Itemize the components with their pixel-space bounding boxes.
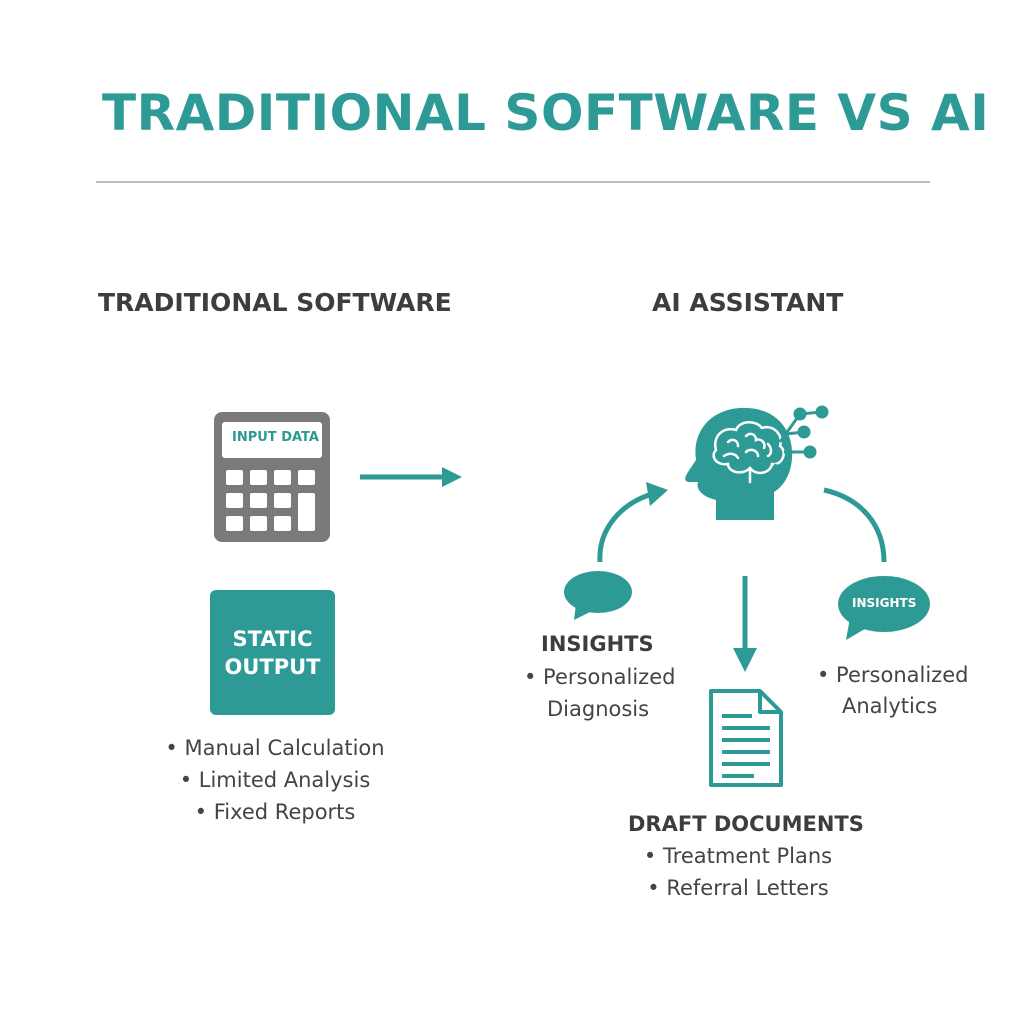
insights-bubble-icon (838, 576, 930, 640)
ai-brain-head-icon (685, 405, 829, 520)
static-output-box: STATIC OUTPUT (210, 590, 335, 715)
right-arrow-icon (360, 467, 462, 487)
insights-bubble-label: INSIGHTS (852, 596, 917, 610)
calculator-icon (214, 412, 330, 542)
insights-right-line-1: • Personalized (817, 663, 969, 687)
list-item: Limited Analysis (110, 764, 440, 796)
traditional-bullet-list: Manual Calculation Limited Analysis Fixe… (110, 732, 440, 828)
document-icon (709, 689, 783, 787)
list-item: Manual Calculation (110, 732, 440, 764)
input-data-label: INPUT DATA (232, 430, 319, 445)
list-item: Referral Letters (600, 872, 876, 904)
ai-assistant-heading: AI ASSISTANT (652, 288, 844, 317)
page-title: TRADITIONAL SOFTWARE VS AI (102, 84, 990, 142)
static-output-label: STATIC OUTPUT (224, 626, 321, 679)
insights-left-line-1: • Personalized (524, 665, 676, 689)
draft-documents-bullet-list: Treatment Plans Referral Letters (600, 840, 876, 904)
curved-connector-icon (823, 487, 887, 563)
speech-bubble-icon (564, 571, 632, 620)
insights-heading: INSIGHTS (541, 632, 654, 656)
curved-arrow-icon (597, 482, 668, 563)
draft-documents-heading: DRAFT DOCUMENTS (628, 812, 864, 836)
list-item: Treatment Plans (600, 840, 876, 872)
down-arrow-icon (733, 576, 757, 672)
list-item: Fixed Reports (110, 796, 440, 828)
insights-left-line-2: Diagnosis (547, 697, 650, 721)
traditional-software-heading: TRADITIONAL SOFTWARE (98, 288, 452, 317)
insights-right-line-2: Analytics (842, 694, 938, 718)
title-divider (96, 181, 930, 183)
